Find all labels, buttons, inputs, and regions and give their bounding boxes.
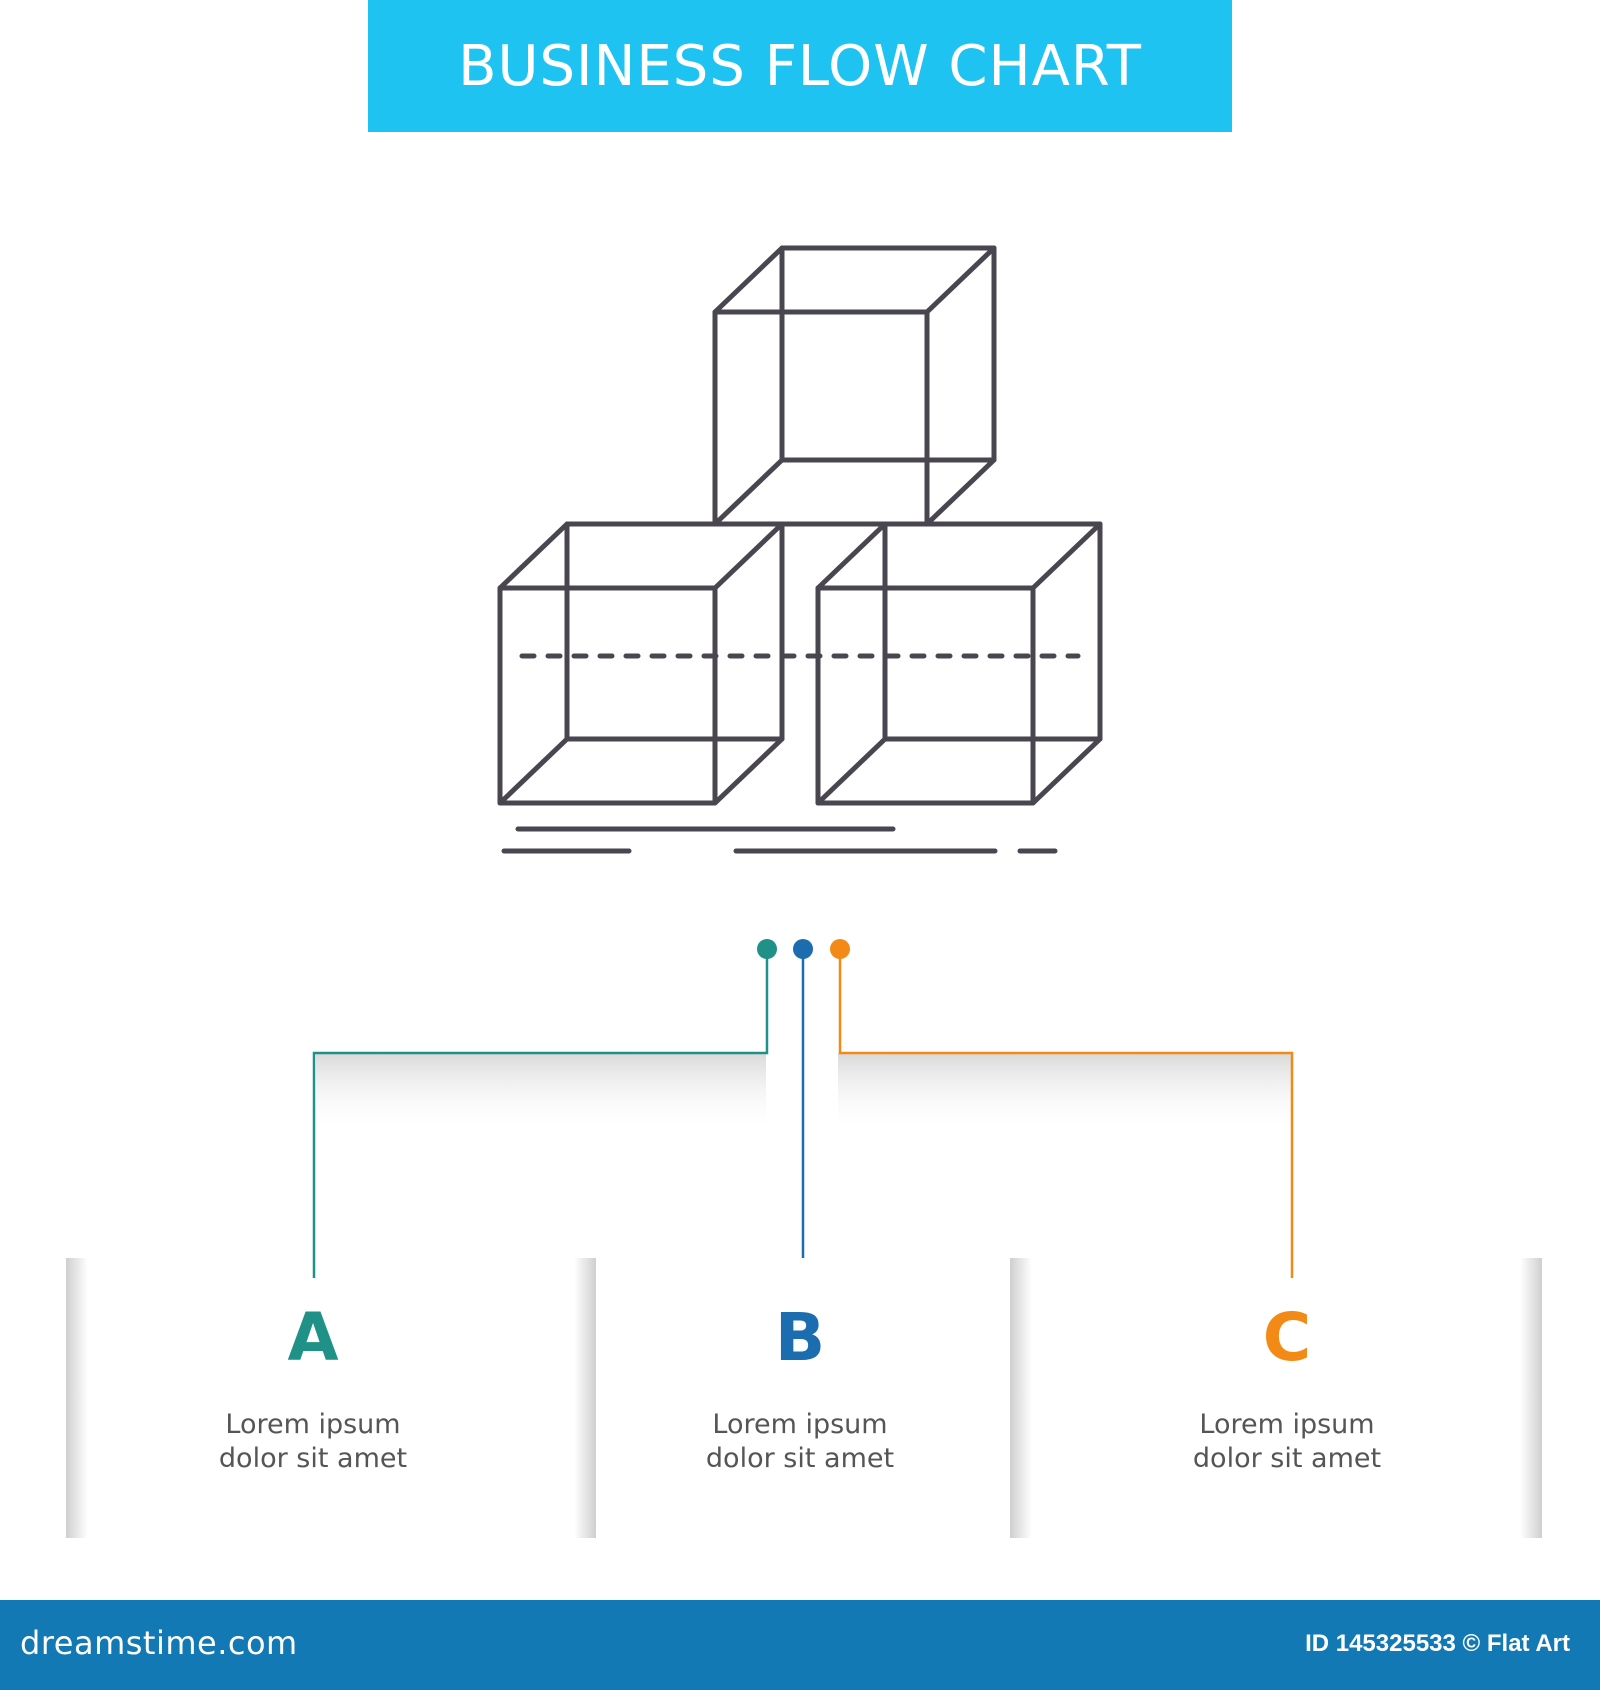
stacked-cubes-icon [497,245,1103,854]
option-c-letter: C [1262,1299,1312,1376]
footer-brand: dreamstime.com [20,1624,298,1662]
connector-a [312,949,769,1278]
card-c-right-shade [1520,1258,1542,1538]
footer-image-id: ID 145325533 © Flat Art [1305,1630,1570,1657]
branch-shade-a [316,1053,766,1133]
branch-shade-c [838,1053,1292,1133]
option-c-line2: dolor sit amet [1192,1443,1382,1474]
option-a-line2: dolor sit amet [218,1443,408,1474]
card-c-left-shade [1010,1258,1032,1538]
option-a-line1: Lorem ipsum [225,1409,401,1440]
option-c-text: Lorem ipsum dolor sit amet [1137,1408,1437,1476]
flowchart-canvas [312,245,1294,1278]
dot-c [830,939,850,959]
title-banner: BUSINESS FLOW CHART [368,0,1232,132]
top-cube [712,245,997,527]
ground-lines [501,826,1058,854]
option-b-letter: B [774,1299,826,1376]
option-a-text: Lorem ipsum dolor sit amet [163,1408,463,1476]
card-a-left-shade [66,1258,88,1538]
footer-bar: dreamstime.com ID 145325533 © Flat Art [0,1600,1600,1690]
card-a-right-shade [574,1258,596,1538]
option-a-letter: A [287,1299,339,1376]
chart-title: BUSINESS FLOW CHART [458,33,1142,99]
option-b-line1: Lorem ipsum [712,1409,888,1440]
connector-c [838,949,1294,1278]
left-cube [497,521,785,806]
option-b-line2: dolor sit amet [705,1443,895,1474]
option-b-text: Lorem ipsum dolor sit amet [650,1408,950,1476]
right-cube [815,521,1103,806]
dot-a [757,939,777,959]
option-c-line1: Lorem ipsum [1199,1409,1375,1440]
dot-b [793,939,813,959]
